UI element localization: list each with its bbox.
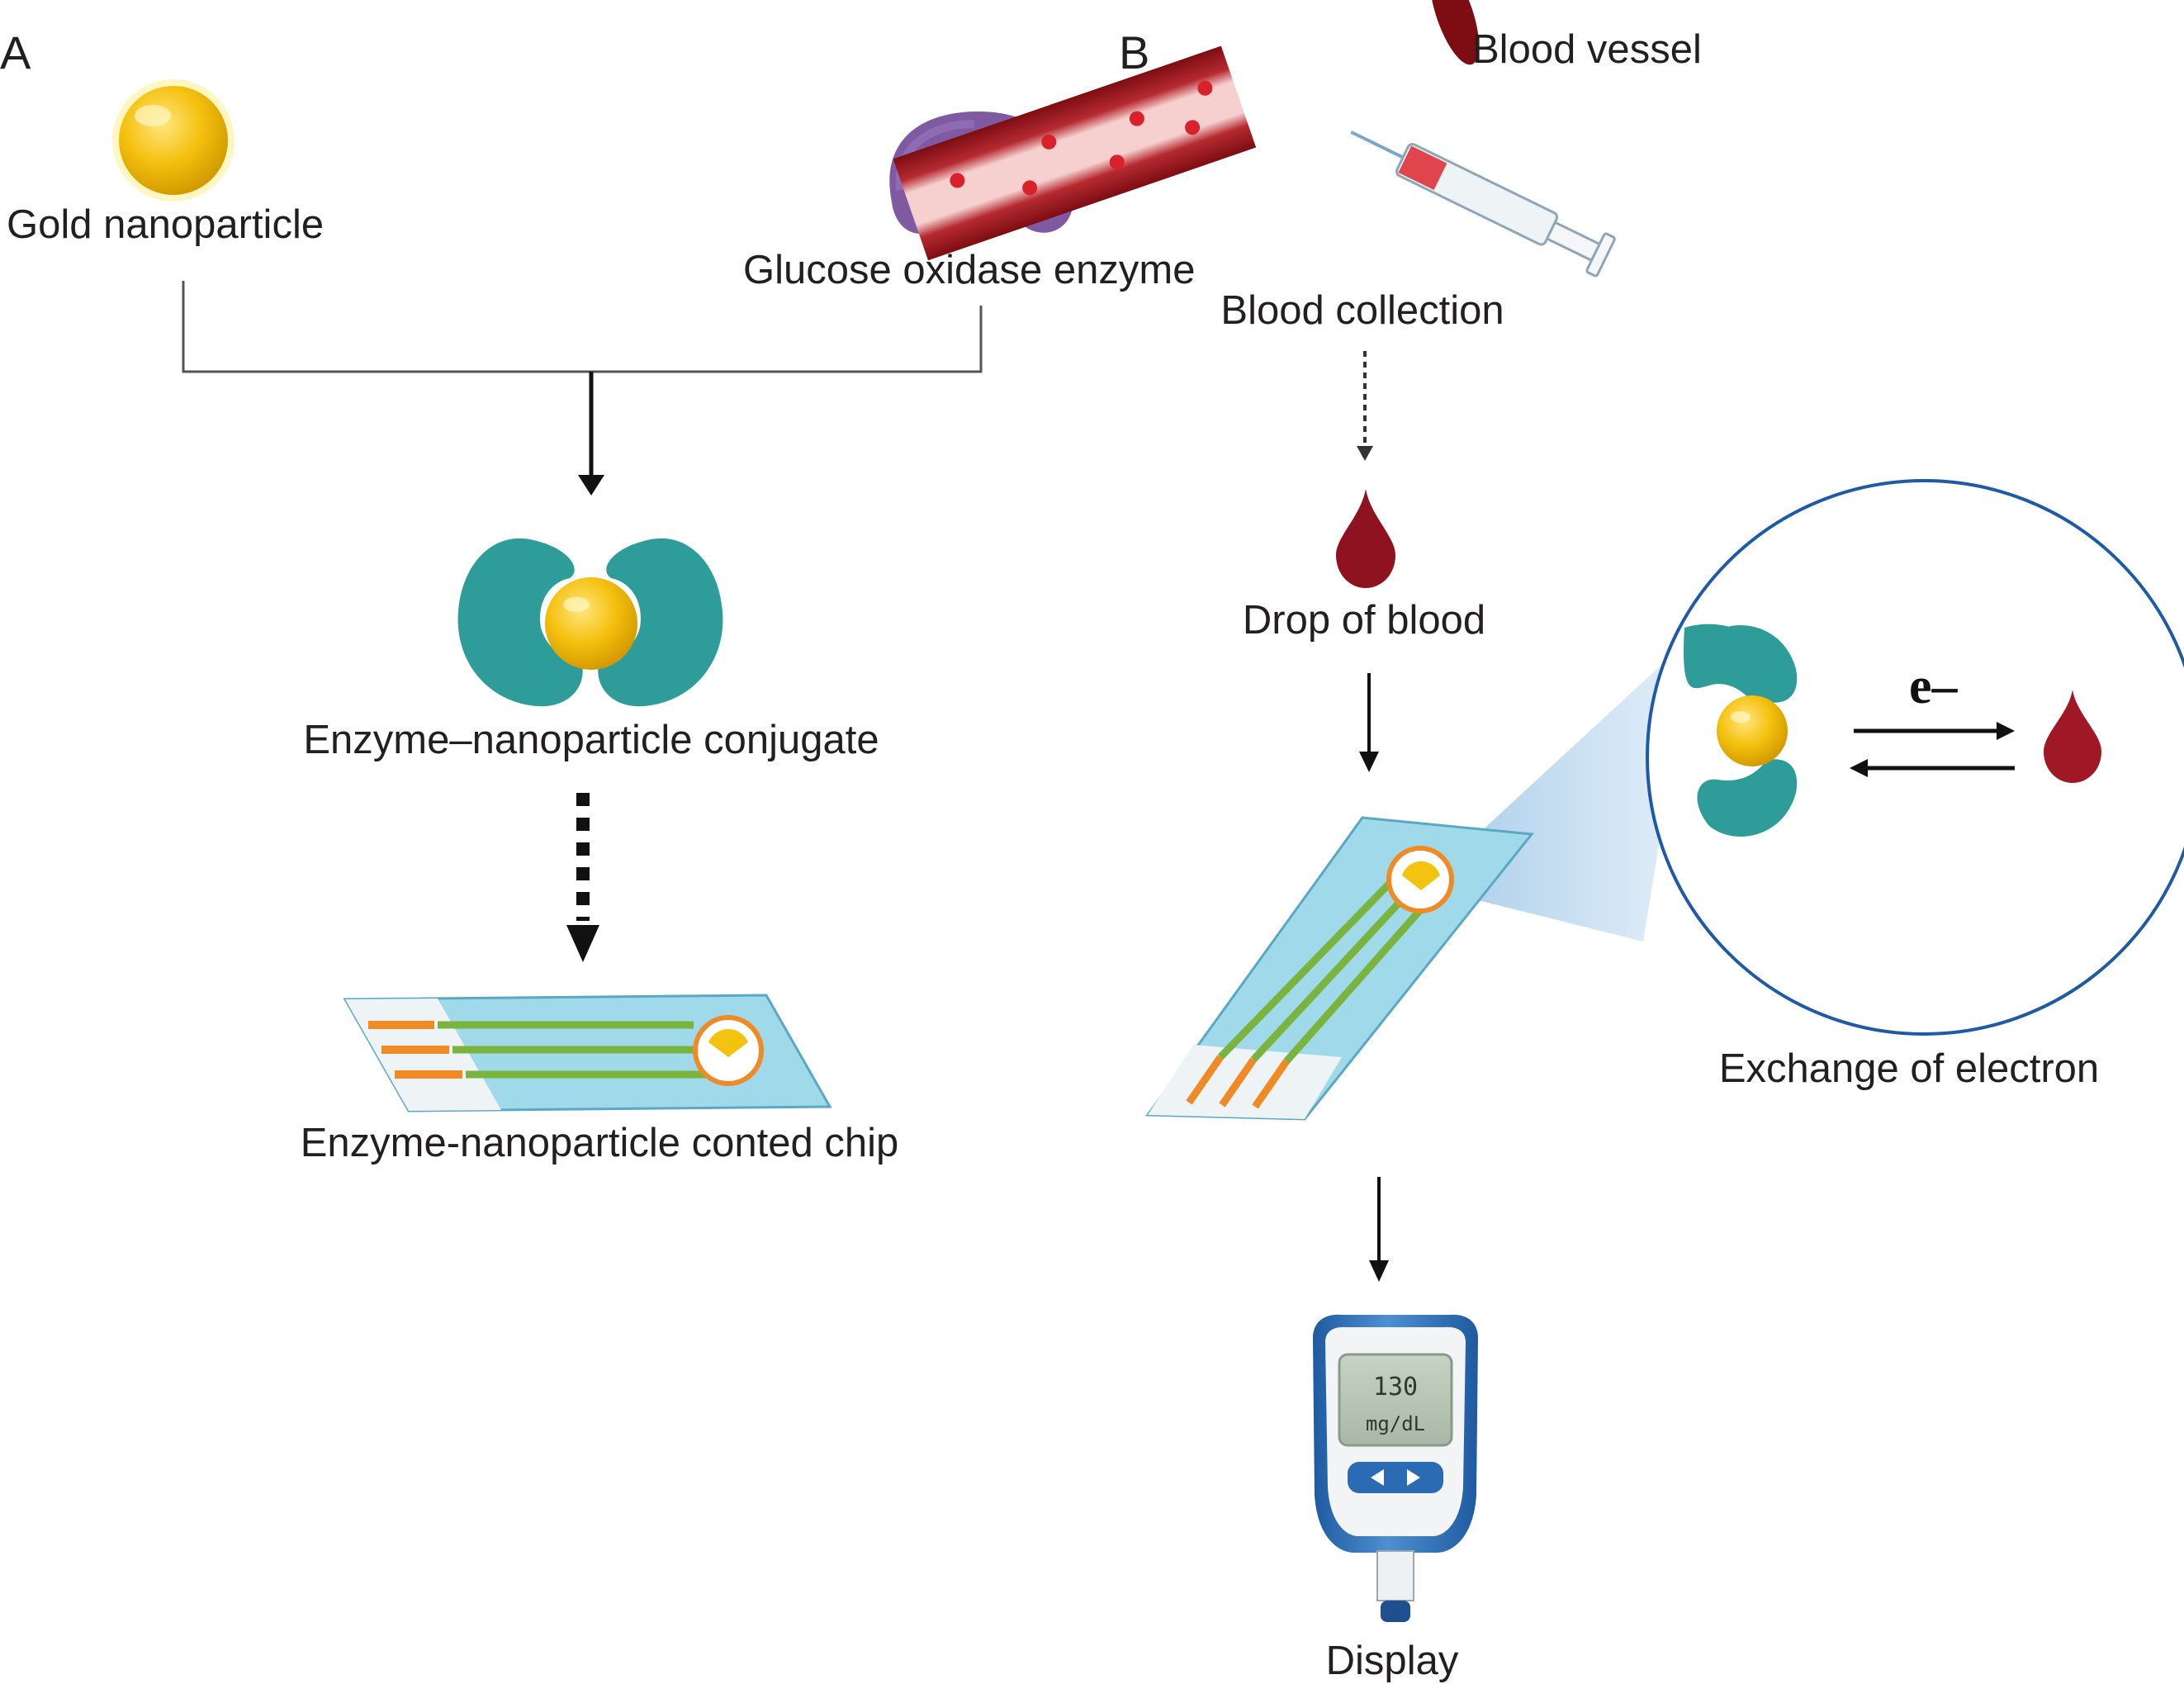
exchange-of-electron-label: Exchange of electron [1718,1046,2100,1091]
conjugate-label: Enzyme–nanoparticle conjugate [303,718,879,762]
conjugate-icon [457,538,723,707]
blood-vessel-icon [893,0,1480,261]
meter-unit: mg/dL [1365,1412,1426,1435]
blood-collection-label: Blood collection [1220,288,1504,333]
syringe-icon [1350,130,1616,278]
electron-symbol: e– [1909,658,1958,714]
display-label: Display [1325,1639,1459,1683]
glucose-oxidase-label: Glucose oxidase enzyme [743,248,1196,292]
blood-drop-icon [1336,489,1395,588]
arrow-to-chip [1359,673,1379,772]
coated-chip-icon [343,994,832,1112]
gold-nanoparticle-label: Gold nanoparticle [7,202,325,247]
merge-bracket [182,281,983,483]
blood-vessel-label: Blood vessel [1472,27,1702,72]
meter-reading: 130 [1372,1373,1419,1402]
test-strip-icon [1145,816,1534,1121]
panel-b-label: B [1119,26,1150,78]
arrow-to-meter [1369,1177,1389,1282]
glucose-meter-icon [1313,1314,1478,1622]
electron-exchange-circle [1646,479,2184,1036]
merge-arrowhead [578,475,604,496]
drop-of-blood-label: Drop of blood [1242,598,1486,643]
panel-a-label: A [0,26,31,78]
dotted-arrow-a [566,793,599,962]
coated-chip-label: Enzyme-nanoparticle conted chip [300,1121,899,1165]
dotted-arrow-b [1357,351,1373,461]
gold-nanoparticle-icon [112,79,235,202]
zoom-wedge [1462,636,1693,942]
